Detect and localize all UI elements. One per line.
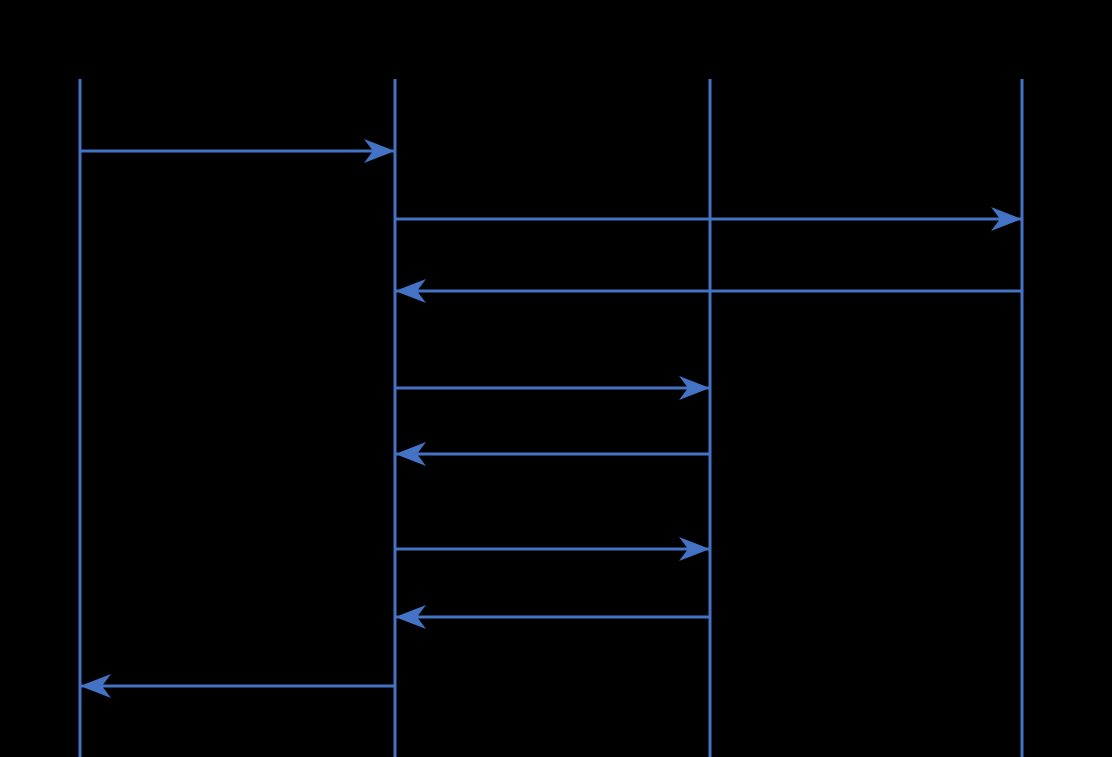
sequence-diagram bbox=[78, 79, 1024, 757]
sequence-diagram-canvas bbox=[78, 79, 1024, 757]
